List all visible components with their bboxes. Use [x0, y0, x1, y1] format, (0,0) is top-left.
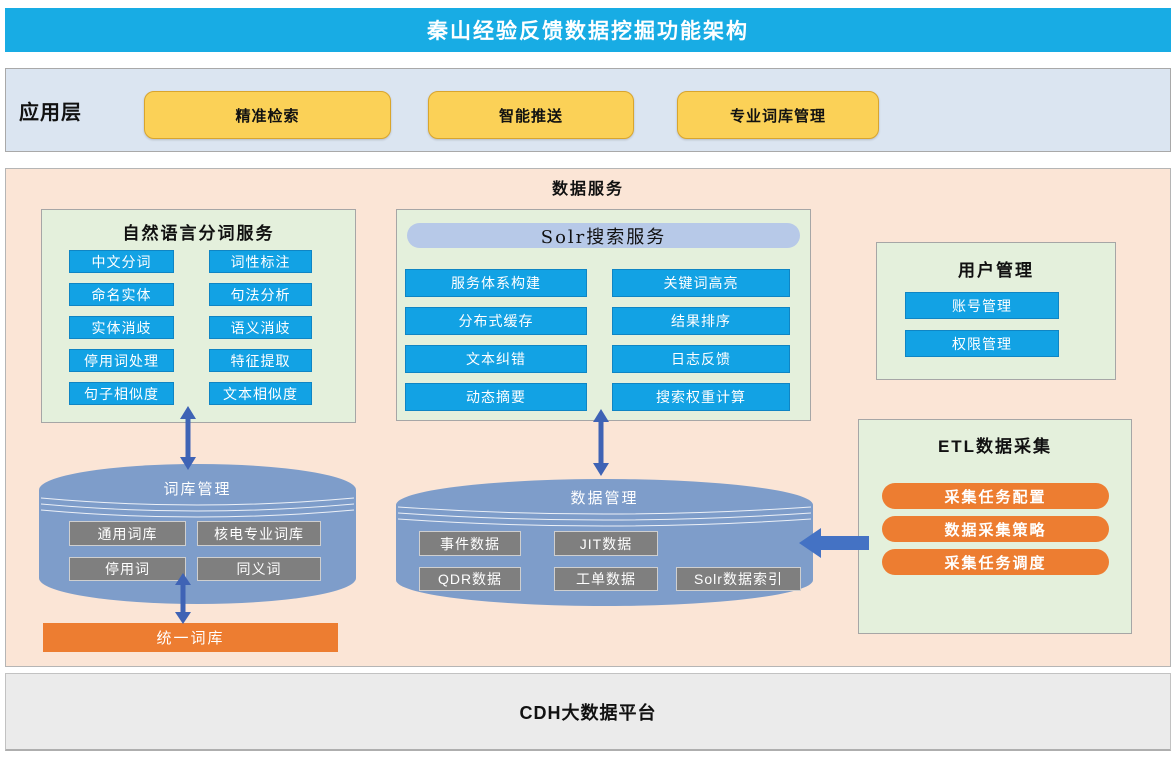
- nlp-chip: 句法分析: [209, 283, 312, 306]
- nlp-box-title: 自然语言分词服务: [122, 224, 275, 243]
- nlp-chip: 停用词处理: [69, 349, 174, 372]
- solr-chip: 结果排序: [612, 307, 790, 335]
- application-layer-label: 应用层: [19, 101, 82, 124]
- cylinder-rim-arcs: [40, 497, 355, 518]
- dict-chip: 核电专业词库: [197, 521, 321, 546]
- data-service-title: 数据服务: [551, 179, 624, 198]
- solr-chip: 关键词高亮: [612, 269, 790, 297]
- data-service-panel: 数据服务 自然语言分词服务 中文分词 词性标注 命名实体 句法分析 实体消歧 语…: [5, 168, 1171, 667]
- solr-chip: 服务体系构建: [405, 269, 587, 297]
- nlp-chip: 语义消歧: [209, 316, 312, 339]
- solr-chip: 日志反馈: [612, 345, 790, 373]
- nlp-segmentation-box: 自然语言分词服务 中文分词 词性标注 命名实体 句法分析 实体消歧 语义消歧 停…: [41, 209, 356, 423]
- solr-chip: 动态摘要: [405, 383, 587, 411]
- data-chip: 工单数据: [554, 567, 658, 591]
- app-button-smart-push: 智能推送: [428, 91, 634, 139]
- etl-pill: 采集任务调度: [882, 549, 1109, 575]
- nlp-chip-grid: 中文分词 词性标注 命名实体 句法分析 实体消歧 语义消歧 停用词处理 特征提取…: [69, 250, 312, 405]
- solr-chip: 搜索权重计算: [612, 383, 790, 411]
- dictionary-cylinder-title: 词库管理: [163, 481, 232, 498]
- etl-pill: 采集任务配置: [882, 483, 1109, 509]
- nlp-chip: 命名实体: [69, 283, 174, 306]
- user-chip: 权限管理: [905, 330, 1059, 357]
- nlp-chip: 文本相似度: [209, 382, 312, 405]
- etl-collection-box: ETL数据采集 采集任务配置 数据采集策略 采集任务调度: [858, 419, 1132, 634]
- app-button-precise-search: 精准检索: [144, 91, 391, 139]
- nlp-chip: 中文分词: [69, 250, 174, 273]
- cdh-platform-label: CDH大数据平台: [519, 702, 657, 723]
- user-box-title: 用户管理: [958, 261, 1034, 280]
- diagram-title-bar: 秦山经验反馈数据挖掘功能架构: [5, 8, 1171, 52]
- unified-dictionary-bar: 统一词库: [43, 623, 338, 652]
- etl-pill-list: 采集任务配置 数据采集策略 采集任务调度: [882, 483, 1109, 575]
- cdh-platform-band: CDH大数据平台: [5, 673, 1171, 751]
- nlp-chip: 实体消歧: [69, 316, 174, 339]
- dict-chip: 停用词: [69, 557, 186, 581]
- application-layer-band: 应用层 精准检索 智能推送 专业词库管理: [5, 68, 1171, 152]
- etl-pill: 数据采集策略: [882, 516, 1109, 542]
- nlp-chip: 词性标注: [209, 250, 312, 273]
- user-chip-grid: 账号管理 权限管理: [905, 292, 1059, 357]
- dict-chip: 同义词: [197, 557, 321, 581]
- data-cylinder: 数据管理 事件数据 JIT数据 QDR数据 工单数据 Solr数据索引: [396, 479, 813, 606]
- solr-chip-grid: 服务体系构建 关键词高亮 分布式缓存 结果排序 文本纠错 日志反馈 动态摘要 搜…: [405, 269, 790, 411]
- solr-chip: 分布式缓存: [405, 307, 587, 335]
- data-chip: 事件数据: [419, 531, 521, 556]
- nlp-chip: 句子相似度: [69, 382, 174, 405]
- diagram-title: 秦山经验反馈数据挖掘功能架构: [427, 20, 749, 43]
- solr-chip: 文本纠错: [405, 345, 587, 373]
- user-chip: 账号管理: [905, 292, 1059, 319]
- user-management-box: 用户管理 账号管理 权限管理: [876, 242, 1116, 380]
- data-chip: JIT数据: [554, 531, 658, 556]
- solr-header-pill: Solr搜索服务: [407, 223, 800, 248]
- data-cylinder-title: 数据管理: [570, 490, 639, 507]
- etl-box-title: ETL数据采集: [937, 437, 1053, 456]
- data-chip: Solr数据索引: [676, 567, 801, 591]
- dict-chip: 通用词库: [69, 521, 186, 546]
- nlp-chip: 特征提取: [209, 349, 312, 372]
- dictionary-cylinder: 词库管理 通用词库 核电专业词库 停用词 同义词: [39, 464, 356, 604]
- app-button-lexicon-management: 专业词库管理: [677, 91, 879, 139]
- solr-search-box: Solr搜索服务 服务体系构建 关键词高亮 分布式缓存 结果排序 文本纠错 日志…: [396, 209, 811, 421]
- data-chip: QDR数据: [419, 567, 521, 591]
- cylinder-rim-arcs: [397, 506, 812, 527]
